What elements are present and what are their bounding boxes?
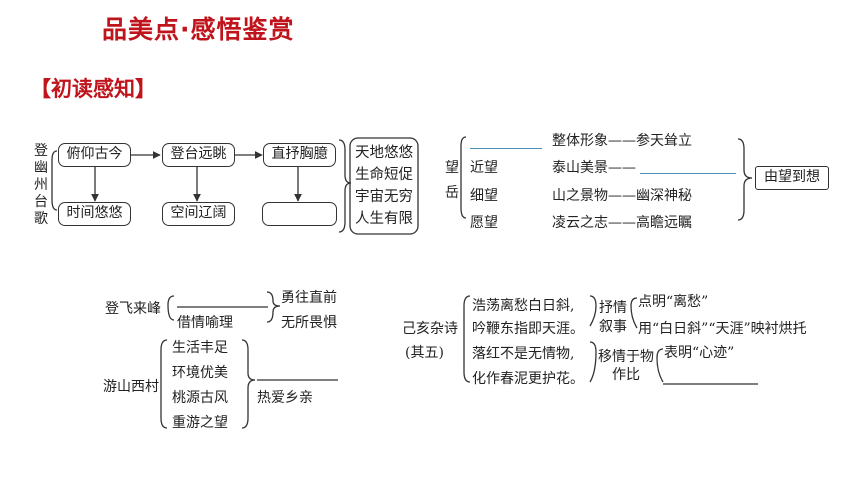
view-label: 愿望 [470, 215, 498, 231]
box-blank [262, 202, 337, 226]
right-item: 人生有限 [355, 211, 413, 227]
poem5-line: 吟鞭东指即天涯。 [472, 321, 584, 337]
poem5-line: 浩荡离愁白日斜, [472, 298, 575, 314]
poem5-line: 化作春泥更护花。 [472, 371, 584, 387]
view-desc: 山之景物——幽深神秘 [552, 188, 692, 204]
box-kongjian-liaokuo: 空间辽阔 [162, 202, 235, 226]
poem4-title: 游山西村 [103, 379, 159, 395]
poem5-method: 抒情 [599, 300, 627, 316]
box-dengtai-yuantiao: 登台远眺 [162, 143, 235, 167]
view-label: 近望 [470, 160, 498, 176]
right-item: 生命短促 [355, 167, 413, 183]
poem5-title: 己亥杂诗 [402, 321, 458, 337]
poem1-right-list: 天地悠悠 生命短促 宇宙无穷 人生有限 [355, 142, 413, 230]
box-shijian-youyou: 时间悠悠 [58, 202, 131, 226]
poem3-item: 借情喻理 [177, 315, 233, 331]
poem5-note: 用“白日斜”“天涯”映衬烘托 [638, 321, 807, 337]
poem5-line: 落红不是无情物, [472, 346, 575, 362]
poem5-method: 移情于物 [598, 349, 654, 365]
poem4-item: 重游之望 [172, 415, 228, 431]
poem5-method: 作比 [612, 367, 640, 383]
blank-line [470, 148, 542, 149]
poem3-title: 登飞来峰 [105, 301, 161, 317]
view-label: 细望 [470, 188, 498, 204]
poem4-item: 桃源古风 [172, 390, 228, 406]
poem2-title-char: 岳 [445, 185, 459, 201]
poem5-method: 叙事 [599, 319, 627, 335]
poem1-title-char: 歌 [34, 211, 48, 227]
poem5-note: 表明“心迹” [664, 345, 735, 361]
box-zhishu-xiongyi: 直抒胸臆 [263, 143, 336, 167]
view-desc: 泰山美景—— [552, 160, 636, 176]
poem3-result: 勇往直前 [281, 290, 337, 306]
right-item: 宇宙无穷 [355, 189, 413, 205]
blank-line [640, 173, 736, 174]
poem3-result: 无所畏惧 [281, 315, 337, 331]
poem5-note: 点明“离愁” [638, 294, 709, 310]
poem1-title-char: 台 [34, 194, 48, 210]
poem5-sub: (其五) [405, 345, 444, 361]
page-title: 品美点·感悟鉴赏 [102, 15, 295, 44]
box-fuyang-gujin: 俯仰古今 [58, 143, 131, 167]
section-heading: 【初读感知】 [30, 77, 156, 101]
poem1-title-char: 登 [34, 143, 48, 159]
poem4-item: 环境优美 [172, 365, 228, 381]
poem1-title-char: 州 [34, 177, 48, 193]
poem4-item: 生活丰足 [172, 340, 228, 356]
poem4-result: 热爱乡亲 [257, 390, 313, 406]
view-desc: 凌云之志——高瞻远瞩 [552, 215, 692, 231]
right-item: 天地悠悠 [355, 145, 413, 161]
poem2-title-char: 望 [445, 160, 459, 176]
conclusion-box: 由望到想 [755, 166, 829, 190]
poem1-title-char: 幽 [34, 160, 48, 176]
view-desc: 整体形象——参天耸立 [552, 133, 692, 149]
